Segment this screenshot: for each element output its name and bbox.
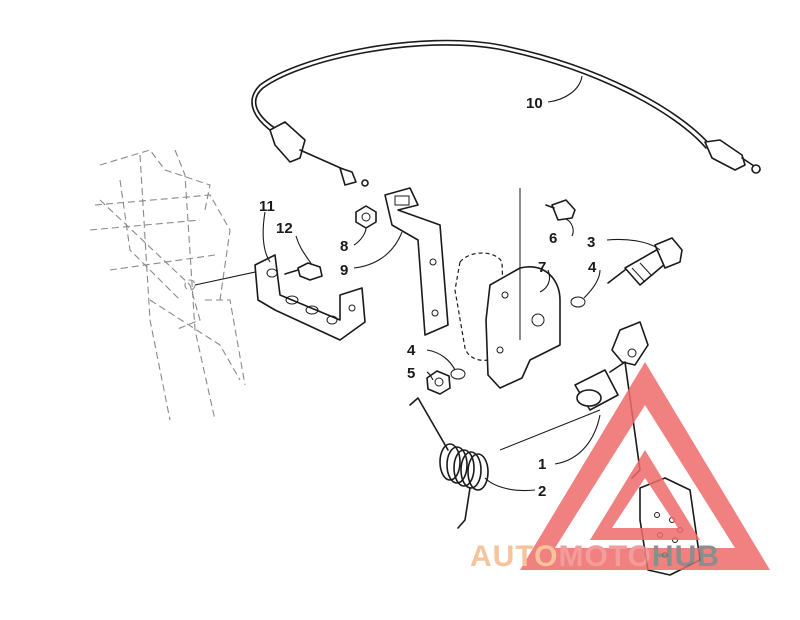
callout-7: 7 bbox=[538, 259, 546, 276]
vehicle-frame bbox=[89, 149, 246, 421]
callout-12: 12 bbox=[276, 220, 293, 237]
leader-lines bbox=[262, 75, 661, 492]
callout-11: 11 bbox=[259, 198, 275, 215]
pivot-plate bbox=[485, 188, 561, 389]
callout-2: 2 bbox=[538, 483, 546, 500]
lock-nut bbox=[426, 370, 451, 395]
gasket-outline bbox=[454, 252, 506, 361]
throttle-pedal bbox=[499, 321, 701, 576]
callout-9: 9 bbox=[340, 262, 348, 279]
nut bbox=[355, 205, 377, 229]
watermark-auto: AUTO bbox=[470, 540, 558, 573]
watermark-triangle bbox=[520, 362, 770, 570]
cable-bracket bbox=[384, 187, 449, 336]
callout-6: 6 bbox=[549, 230, 557, 247]
callout-1: 1 bbox=[538, 456, 546, 473]
callout-8: 8 bbox=[340, 238, 348, 255]
mounting-bracket bbox=[194, 254, 366, 341]
bolt bbox=[284, 262, 323, 281]
o-ring bbox=[570, 296, 586, 308]
callout-3: 3 bbox=[587, 234, 595, 251]
watermark-logo: AUTOMOTOHUB bbox=[470, 362, 770, 573]
callout-5: 5 bbox=[407, 365, 415, 382]
callout-4-lower: 4 bbox=[407, 342, 416, 359]
watermark-inner-triangle bbox=[590, 450, 700, 540]
callout-10: 10 bbox=[526, 95, 543, 112]
svg-text:AUTOMOTOHUB: AUTOMOTOHUB bbox=[470, 540, 720, 573]
callout-labels: 1 2 3 4 4 5 6 7 8 9 10 11 12 bbox=[259, 95, 597, 500]
o-ring bbox=[450, 368, 466, 380]
watermark-moto: MOTO bbox=[558, 540, 651, 573]
throttle-cable bbox=[251, 39, 761, 187]
return-spring bbox=[409, 397, 489, 529]
callout-4-upper: 4 bbox=[588, 259, 597, 276]
screw bbox=[545, 199, 576, 221]
pivot-bolt bbox=[607, 237, 683, 286]
watermark-hub: HUB bbox=[652, 540, 720, 573]
